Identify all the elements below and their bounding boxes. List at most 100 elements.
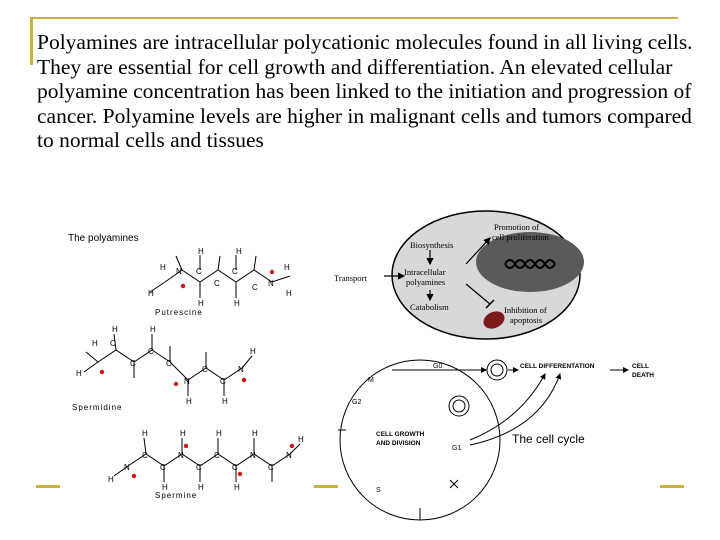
svg-text:H: H [160, 263, 166, 272]
cycle-tick [449, 479, 459, 489]
spermidine-charge [173, 381, 179, 387]
dna-helix-icon [504, 259, 556, 269]
spermidine-structure [83, 333, 253, 396]
svg-text:N: N [238, 365, 244, 374]
differentiation-label: CELL DIFFERENTATION [520, 363, 595, 370]
g1-label: G1 [452, 445, 461, 452]
svg-text:H: H [284, 263, 290, 272]
svg-text:N: N [286, 451, 292, 460]
spermine-charge [183, 443, 189, 449]
svg-text:N: N [250, 451, 256, 460]
cell-cycle-title: The cell cycle [512, 432, 585, 446]
cell-cycle-diagram: G0 M G2 G1 S CELL DIFFERENTATION CELL DE… [338, 359, 654, 521]
svg-text:C: C [148, 347, 154, 356]
frame-top-rule [30, 17, 678, 19]
svg-text:H: H [148, 289, 154, 298]
spermine-charge [131, 473, 137, 479]
svg-text:N: N [124, 463, 130, 472]
g0-label: G0 [433, 363, 442, 370]
svg-text:C: C [268, 463, 274, 472]
putrescine-structure [149, 255, 291, 298]
inhibition-bar [485, 299, 495, 309]
promotion-arrow [465, 237, 491, 265]
spermine-label: Spermine [155, 491, 197, 500]
svg-text:C: C [214, 279, 220, 288]
svg-text:H: H [286, 289, 292, 298]
svg-text:H: H [250, 347, 256, 356]
svg-text:C: C [166, 359, 172, 368]
structures-title: The polyamines [68, 233, 139, 244]
svg-text:C: C [142, 451, 148, 460]
svg-text:N: N [176, 267, 182, 276]
intracellular-label-2: polyamines [406, 277, 445, 287]
svg-text:H: H [216, 429, 222, 438]
promotion-label-2: cell proliferation [492, 232, 550, 242]
slide-body-text: Polyamines are intracellular polycationi… [37, 30, 693, 152]
frame-left-rule [30, 17, 33, 65]
svg-text:C: C [130, 359, 136, 368]
death-label-2: DEATH [632, 372, 654, 379]
spermidine-charge [241, 377, 247, 383]
svg-text:H: H [180, 429, 186, 438]
svg-text:H: H [92, 339, 98, 348]
catabolism-label: Catabolism [410, 302, 449, 312]
footer-rule-left [36, 485, 60, 488]
svg-text:C: C [252, 283, 258, 292]
svg-text:H: H [186, 397, 192, 406]
svg-text:H: H [150, 325, 156, 334]
spermidine-label: Spermidine [72, 403, 122, 412]
svg-text:C: C [196, 267, 202, 276]
svg-text:H: H [198, 483, 204, 492]
differentiation-curve [469, 373, 562, 446]
growth-label-1: CELL GROWTH [376, 431, 425, 438]
g0-cell-inner [490, 363, 504, 377]
inhibition-label-2: apoptosis [510, 315, 542, 325]
inhibition-line [465, 283, 491, 305]
footer-rule-middle [314, 485, 338, 488]
inhibition-label-1: Inhibition of [504, 305, 547, 315]
death-label-1: CELL [632, 363, 649, 370]
svg-text:H: H [108, 475, 114, 484]
svg-text:H: H [198, 247, 204, 256]
svg-text:H: H [112, 325, 118, 334]
growth-label-2: AND DIVISION [376, 440, 421, 447]
putrescine-charge [180, 283, 186, 289]
cell-diagram: Biosynthesis Transport Intracellular pol… [334, 210, 584, 340]
differentiation-curve [469, 373, 546, 441]
svg-text:C: C [202, 365, 208, 374]
g0-cell-icon [486, 359, 508, 381]
cell-nucleus [476, 232, 584, 292]
putrescine-charge [269, 269, 275, 275]
apoptotic-body-icon [483, 311, 505, 329]
spermine-structure [113, 437, 301, 482]
g2-label: G2 [352, 399, 361, 406]
spermine-charge [237, 471, 243, 477]
svg-text:C: C [232, 267, 238, 276]
svg-text:H: H [198, 299, 204, 308]
biosynthesis-label: Biosynthesis [410, 240, 453, 250]
svg-text:C: C [160, 463, 166, 472]
intracellular-label-1: Intracellular [404, 267, 446, 277]
footer-rule-right [660, 485, 684, 488]
svg-text:H: H [76, 369, 82, 378]
g1-cell-inner [452, 399, 466, 413]
svg-text:N: N [184, 377, 190, 386]
dna-helix-icon [504, 259, 556, 269]
svg-text:H: H [252, 429, 258, 438]
spermine-charge [289, 443, 295, 449]
svg-text:H: H [234, 299, 240, 308]
transport-label: Transport [334, 273, 367, 283]
svg-text:H: H [298, 435, 304, 444]
svg-text:C: C [220, 377, 226, 386]
spermidine-charge [99, 369, 105, 375]
putrescine-label: Putrescine [155, 308, 203, 317]
svg-text:H: H [222, 397, 228, 406]
svg-text:C: C [110, 339, 116, 348]
svg-text:C: C [214, 451, 220, 460]
svg-text:N: N [178, 451, 184, 460]
